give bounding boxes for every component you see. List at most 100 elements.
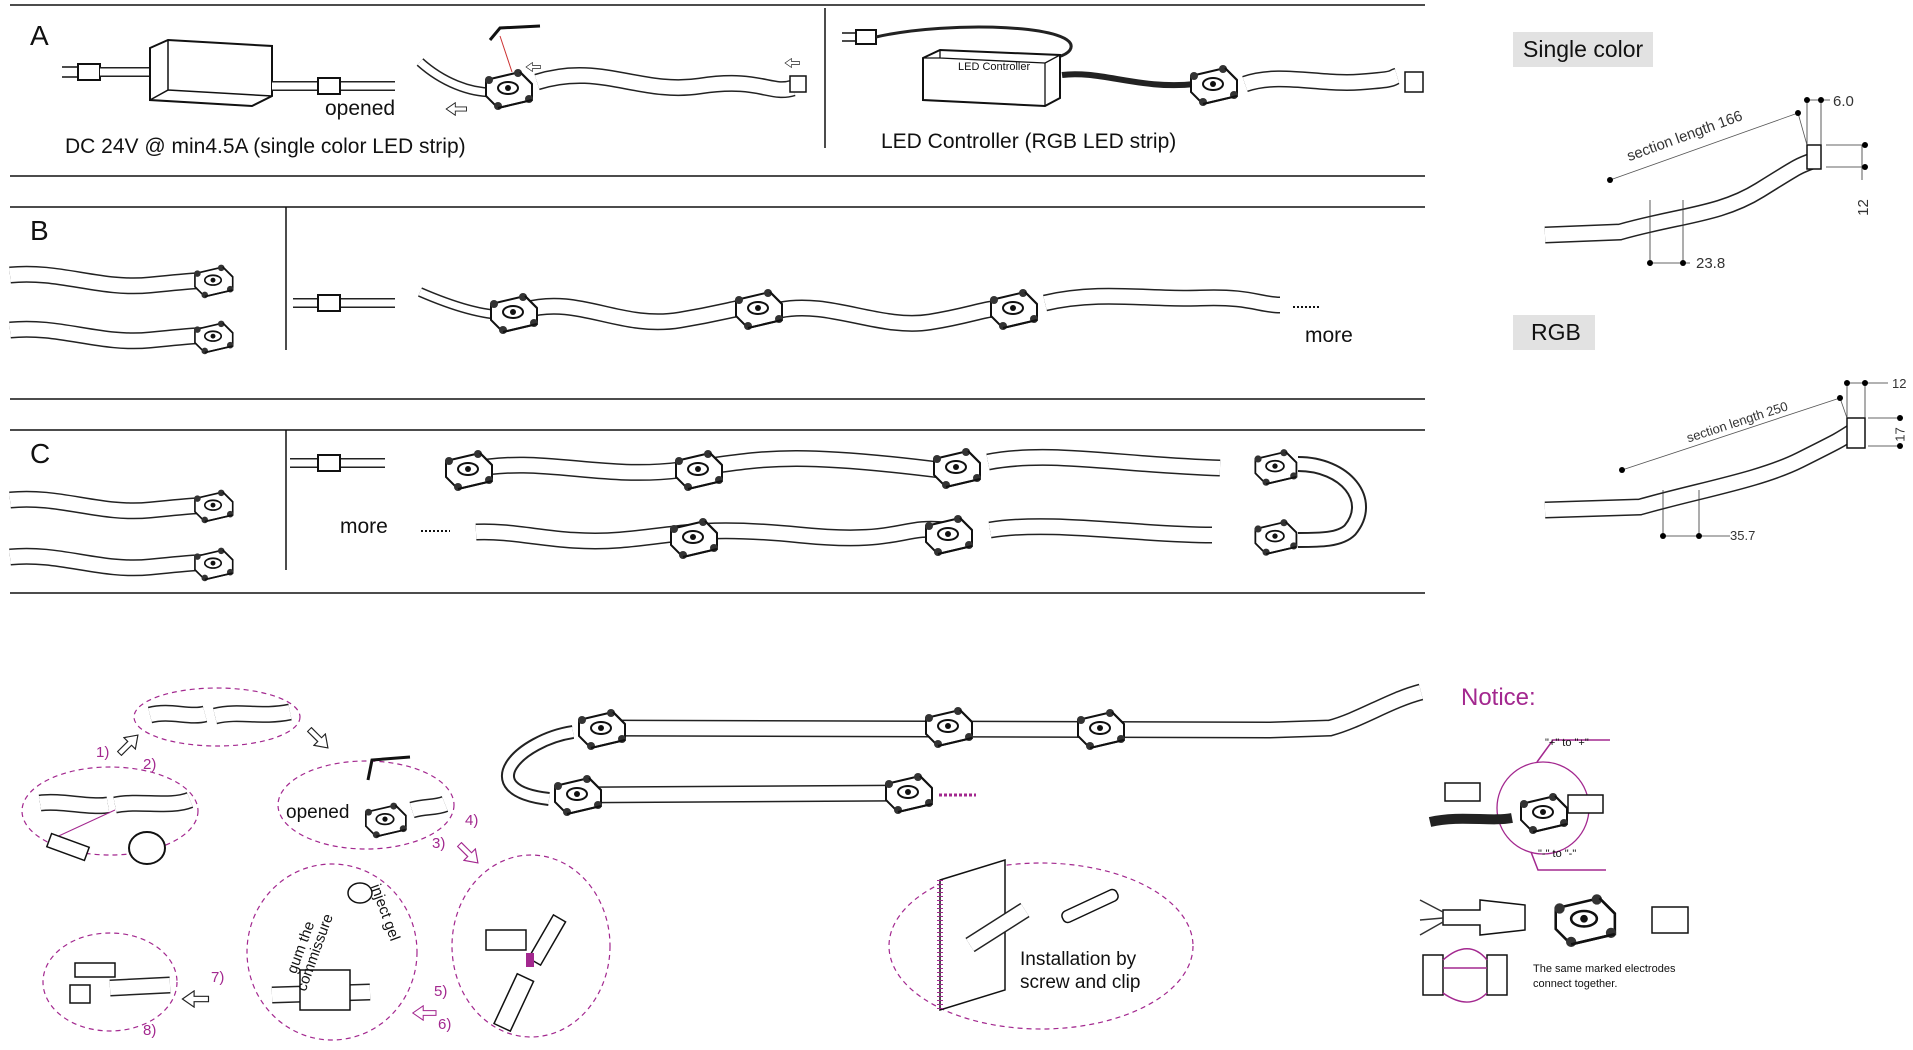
step-1-label: 1): [96, 744, 110, 761]
section-c-drawing: [9, 447, 1367, 583]
installation-steps: [21, 687, 611, 1041]
step-arrow-icon: [453, 838, 485, 870]
step-3-bubble: [277, 760, 455, 850]
connector-icon: [444, 449, 494, 492]
led-strip-body: [148, 705, 292, 723]
connector-icon: [193, 319, 235, 356]
cut-piece-icon: [45, 832, 91, 862]
led-strip-body: [9, 322, 216, 348]
connector-icon: [1189, 64, 1239, 107]
end-cap-icon: [1404, 71, 1424, 93]
led-strip-body: [9, 267, 216, 293]
step-arrow-icon: [412, 1005, 437, 1021]
step-arrow-icon: [181, 990, 210, 1008]
section-b-drawing: [9, 263, 1320, 356]
connector-icon: [553, 774, 603, 817]
power-supply-icon: [149, 38, 273, 108]
connector-icon: [193, 488, 235, 525]
caption-single-color-power: DC 24V @ min4.5A (single color LED strip…: [65, 135, 466, 158]
installation-line-1: Installation by: [1020, 949, 1137, 970]
arrow-icon: [525, 62, 541, 72]
notice-plus: "+" to "+": [1545, 737, 1589, 749]
led-strip-body: [38, 793, 193, 813]
single-color-width: 12: [1854, 199, 1872, 216]
step-3-label: 3): [432, 835, 446, 852]
led-strip-body: [1242, 69, 1400, 91]
notice-drawing: [1419, 739, 1689, 1003]
led-strip-body: [9, 492, 216, 518]
controller-box-label: LED Controller: [958, 61, 1031, 73]
step-7-label: 7): [211, 969, 225, 986]
end-cap-icon: [789, 75, 807, 93]
single-color-pitch: 23.8: [1696, 255, 1726, 272]
step-arrow-icon: [113, 728, 145, 760]
step-4-label: 4): [465, 812, 479, 829]
plug-icon-rgb: [842, 29, 877, 45]
step-6-label: 6): [438, 1016, 452, 1033]
led-strip-body: [574, 786, 906, 802]
rgb-dimension-drawing: [1544, 380, 1903, 539]
led-strip-body: [1544, 153, 1818, 242]
step-arrow-icon: [303, 723, 335, 755]
electrode-pads-icon: [1422, 948, 1508, 1003]
opened-label: opened: [325, 97, 396, 120]
connector-icon: [364, 801, 408, 840]
step-5-bubble: [451, 854, 611, 1038]
led-strip-body: [534, 68, 796, 97]
caption-rgb-controller: LED Controller (RGB LED strip): [881, 130, 1177, 153]
section-a-label: A: [30, 20, 49, 51]
led-strip-body: [597, 685, 1423, 738]
connector-icon: [924, 706, 974, 749]
connector-icon: [1253, 448, 1299, 487]
connector-icon: [989, 288, 1039, 331]
led-strip-body: [468, 450, 1221, 480]
single-color-tag: Single color: [1513, 32, 1654, 67]
section-c-label: C: [30, 438, 51, 469]
step-1-bubble: [21, 766, 199, 856]
section-a-drawing: [62, 24, 1424, 115]
syringe-plunger-icon: [527, 913, 567, 967]
connector-icon: [193, 263, 235, 300]
section-b-more: more: [1305, 324, 1353, 347]
connector-icon: [1553, 892, 1618, 949]
section-b-label: B: [30, 215, 49, 246]
step-7-bubble: [246, 863, 418, 1041]
notice-electrodes-2: connect together.: [1533, 978, 1618, 990]
hex-key-icon: [488, 24, 541, 41]
led-strip-body: [966, 904, 1029, 951]
section-c-more: more: [340, 515, 388, 538]
plug-icon: [62, 63, 101, 81]
connector-icon: [193, 546, 235, 583]
connector-icon: [674, 449, 724, 492]
step-5-label: 5): [434, 983, 448, 1000]
led-strip-body: [1544, 424, 1859, 517]
notice-title: Notice:: [1461, 684, 1536, 711]
step-2-bubble: [133, 687, 301, 747]
led-controller-box: [922, 48, 1061, 108]
rgb-tag: RGB: [1513, 315, 1595, 350]
notice-electrodes-1: The same marked electrodes: [1533, 963, 1676, 975]
rgb-connector-plug-icon: [1442, 899, 1526, 936]
step-2-label: 2): [143, 756, 157, 773]
step-8-bubble: [42, 932, 178, 1032]
screwdriver-icon: [1061, 888, 1119, 924]
step-8-label: 8): [143, 1022, 157, 1039]
connector-icon: [484, 68, 534, 111]
step-opened-label: opened: [286, 802, 350, 823]
rgb-width: 17: [1892, 427, 1908, 442]
led-strip-body: [9, 549, 216, 575]
led-strip-body: [409, 797, 448, 817]
single-color-thickness: 6.0: [1833, 93, 1854, 110]
syringe-icon: [493, 972, 535, 1033]
installation-bubble: [888, 862, 1194, 1030]
section-dividers: [10, 4, 1425, 594]
connector-icon: [884, 772, 934, 815]
connector-icon: [932, 447, 982, 490]
connector-icon: [577, 708, 627, 751]
rgb-thickness: 12: [1892, 376, 1907, 391]
screw-and-clip-drawing: [888, 858, 1194, 1030]
connector-icon: [1253, 518, 1299, 557]
scissors-icon: [128, 831, 166, 865]
single-color-dimension-drawing: [1544, 97, 1868, 266]
